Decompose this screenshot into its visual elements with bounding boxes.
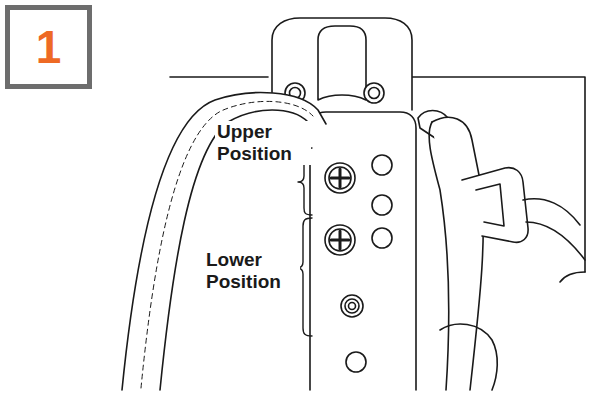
position-label: Upper Position xyxy=(215,121,311,165)
position-label: Lower Position xyxy=(204,249,300,293)
step-number: 1 xyxy=(36,24,62,70)
step-number-box: 1 xyxy=(5,5,92,89)
